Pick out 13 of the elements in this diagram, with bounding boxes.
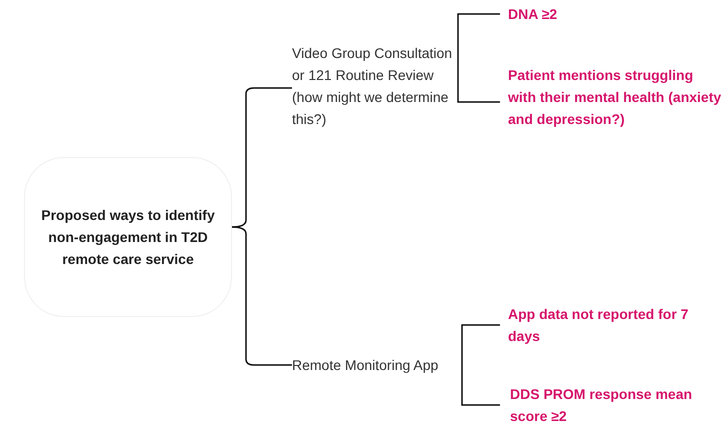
connector-line: [461, 324, 500, 365]
branch-topic: Remote Monitoring App: [292, 354, 462, 376]
connector-line: [232, 87, 292, 228]
connector-line: [232, 226, 292, 366]
root-topic: Proposed ways to identify non-engagement in T2D remote care service: [24, 157, 232, 317]
connector-line: [457, 58, 500, 103]
connector-line: [461, 365, 500, 406]
leaf-topic: App data not reported for 7 days: [508, 303, 718, 347]
connector-line: [457, 13, 500, 58]
branch-topic: Video Group Consultation or 121 Routine Review (how might we determine this?): [292, 42, 458, 130]
leaf-topic: DNA ≥2: [508, 3, 708, 25]
leaf-topic: DDS PROM response mean score ≥2: [510, 383, 720, 424]
leaf-topic: Patient mentions struggling with their mental health (anxiety and depression?): [508, 64, 724, 130]
